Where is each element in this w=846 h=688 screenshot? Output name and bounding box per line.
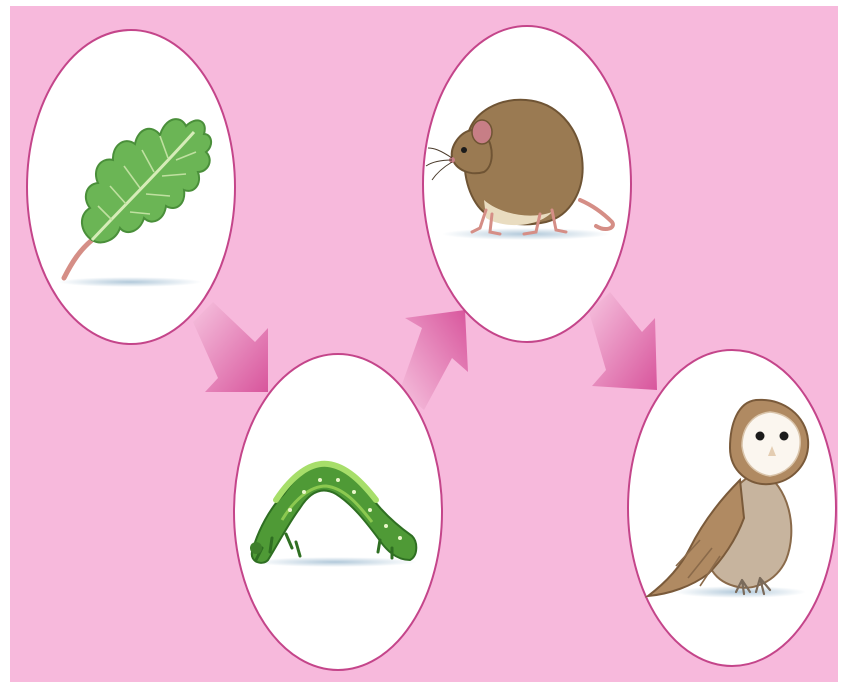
node-owl <box>628 350 836 666</box>
node-mouse <box>423 26 631 342</box>
node-caterpillar <box>234 354 442 670</box>
node-leaf <box>27 30 235 344</box>
